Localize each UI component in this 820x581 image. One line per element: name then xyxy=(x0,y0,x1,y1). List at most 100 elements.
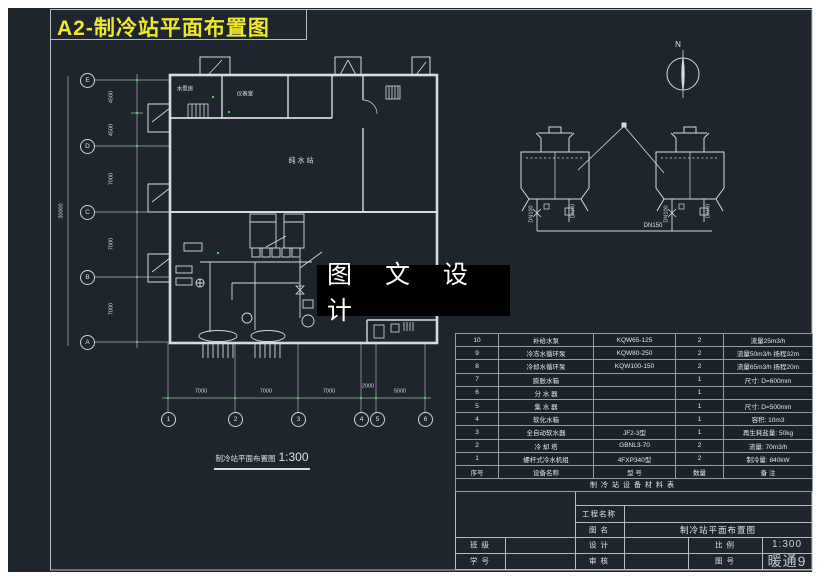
grid-bubble-col-6: 6 xyxy=(418,412,433,427)
equip-cell: 冷 却 塔 xyxy=(499,439,594,453)
titleblock-scale-value: 1:300 xyxy=(771,539,803,550)
equip-cell: 1 xyxy=(676,399,724,414)
grid-tick-dot xyxy=(136,341,138,343)
equip-cell: 制冷量: 840kW xyxy=(724,452,813,466)
equip-cell: 1 xyxy=(456,452,499,466)
equip-cell xyxy=(594,386,676,400)
dim-bottom-1: 7000 xyxy=(194,388,208,395)
plan-caption-name: 制冷站平面布置图 xyxy=(215,454,276,463)
equip-header-cell: 设备名称 xyxy=(499,465,594,480)
equip-cell: 1 xyxy=(676,426,724,440)
north-label: N xyxy=(675,40,681,49)
equip-cell: 软化水箱 xyxy=(499,413,594,427)
grid-tick-dot xyxy=(360,397,362,399)
titleblock-number-value: 暖通9 xyxy=(767,553,807,569)
grid-tick-dot xyxy=(217,252,219,254)
equip-cell xyxy=(594,373,676,387)
sheet-title: A2-制冷站平面布置图 xyxy=(57,17,270,40)
equip-cell: 2 xyxy=(456,439,499,453)
equip-cell: 流量50m3/h 扬程32m xyxy=(724,347,813,361)
grid-bubble-col-4: 4 xyxy=(354,412,369,427)
equip-cell xyxy=(724,386,813,400)
equip-cell: 流量: 70m3/h xyxy=(724,439,813,453)
equip-cell: 全自动软水器 xyxy=(499,426,594,440)
equip-cell: 再生耗盐量: 50kg xyxy=(724,426,813,440)
dim-left-overall: 30000 xyxy=(58,203,65,219)
equip-header-cell: 数量 xyxy=(676,465,724,480)
grid-bubble-row-e: E xyxy=(80,73,95,88)
grid-bubble-col-3: 3 xyxy=(291,412,306,427)
equip-cell: 2 xyxy=(676,439,724,453)
equip-cell: KQW80-250 xyxy=(594,347,676,361)
equip-cell: KQW100-150 xyxy=(594,360,676,374)
equip-cell: 分 水 器 xyxy=(499,386,594,400)
grid-bubble-col-5: 5 xyxy=(370,412,385,427)
room-label-pump-room: 水泵房 xyxy=(176,86,194,93)
room-label-pure-water-station: 纯水站 xyxy=(288,157,316,165)
equip-cell: 8 xyxy=(456,360,499,374)
titleblock-class-label: 班 级 xyxy=(469,540,491,550)
grid-tick-dot xyxy=(167,397,169,399)
equip-cell: 流量65m3/h 扬程20m xyxy=(724,360,813,374)
grid-bubble-row-a: A xyxy=(80,335,95,350)
titleblock-number-label: 图 号 xyxy=(714,556,736,566)
equip-cell: 5 xyxy=(456,399,499,414)
pipe-label-t2-dn100: DN100 xyxy=(663,205,670,223)
equip-cell: 2 xyxy=(676,334,724,348)
grid-bubble-col-1: 1 xyxy=(161,412,176,427)
equip-cell: GBNL3-70 xyxy=(594,439,676,453)
equip-cell: 1 xyxy=(676,413,724,427)
equip-cell: 冷却水循环泵 xyxy=(499,360,594,374)
titleblock-drawing-label: 图 名 xyxy=(588,525,610,535)
grid-bubble-col-2: 2 xyxy=(228,412,243,427)
equip-cell: 集 水 器 xyxy=(499,399,594,414)
dim-bottom-5: 5000 xyxy=(393,388,407,395)
dim-bottom-4: 2000 xyxy=(361,383,375,390)
equip-cell: 6 xyxy=(456,386,499,400)
equip-header-cell: 型 号 xyxy=(594,465,676,480)
equip-cell: 2 xyxy=(676,347,724,361)
grid-tick-dot xyxy=(234,397,236,399)
equip-cell xyxy=(594,399,676,414)
equip-cell: JF2-3型 xyxy=(594,426,676,440)
grid-tick-dot xyxy=(136,79,138,81)
dim-left-3: 7000 xyxy=(108,172,115,186)
titleblock-review-label: 审 核 xyxy=(588,556,610,566)
dim-left-5: 7000 xyxy=(108,302,115,316)
titleblock-project-label: 工程名称 xyxy=(582,509,616,519)
grid-tick-dot xyxy=(297,397,299,399)
equip-cell: 冷冻水循环泵 xyxy=(499,347,594,361)
room-label-instrument-room: 仪表室 xyxy=(236,91,254,98)
titleblock-design-label: 设 计 xyxy=(588,540,610,550)
watermark: 图 文 设 计 xyxy=(317,261,510,325)
equip-cell: 补给水泵 xyxy=(499,334,594,348)
equip-cell: 1 xyxy=(676,373,724,387)
equip-header-cell: 备 注 xyxy=(724,465,813,480)
pipe-label-main-dn150: DN150 xyxy=(643,223,663,229)
grid-bubble-row-c: C xyxy=(80,205,95,220)
equip-cell: 2 xyxy=(676,452,724,466)
grid-tick-dot xyxy=(136,211,138,213)
equip-cell: 膨胀水箱 xyxy=(499,373,594,387)
equip-cell: 9 xyxy=(456,347,499,361)
equip-cell: 螺杆式冷水机组 xyxy=(499,452,594,466)
equip-cell xyxy=(594,413,676,427)
grid-bubble-row-d: D xyxy=(80,139,95,154)
equip-cell: 容积: 10m3 xyxy=(724,413,813,427)
equip-cell: 10 xyxy=(456,334,499,348)
equip-cell: 1 xyxy=(676,386,724,400)
grid-tick-dot xyxy=(228,111,230,113)
dim-bottom-2: 7000 xyxy=(259,388,273,395)
grid-tick-dot xyxy=(136,145,138,147)
dim-bottom-3: 7000 xyxy=(322,388,336,395)
grid-bubble-row-b: B xyxy=(80,270,95,285)
equip-cell: 流量25m3/h xyxy=(724,334,813,348)
grid-tick-dot xyxy=(424,397,426,399)
equip-table-caption: 制冷站设备材料表 xyxy=(456,479,813,493)
plan-caption-scale: 1:300 xyxy=(278,450,309,464)
dim-left-4: 7000 xyxy=(108,237,115,251)
grid-tick-dot xyxy=(136,276,138,278)
